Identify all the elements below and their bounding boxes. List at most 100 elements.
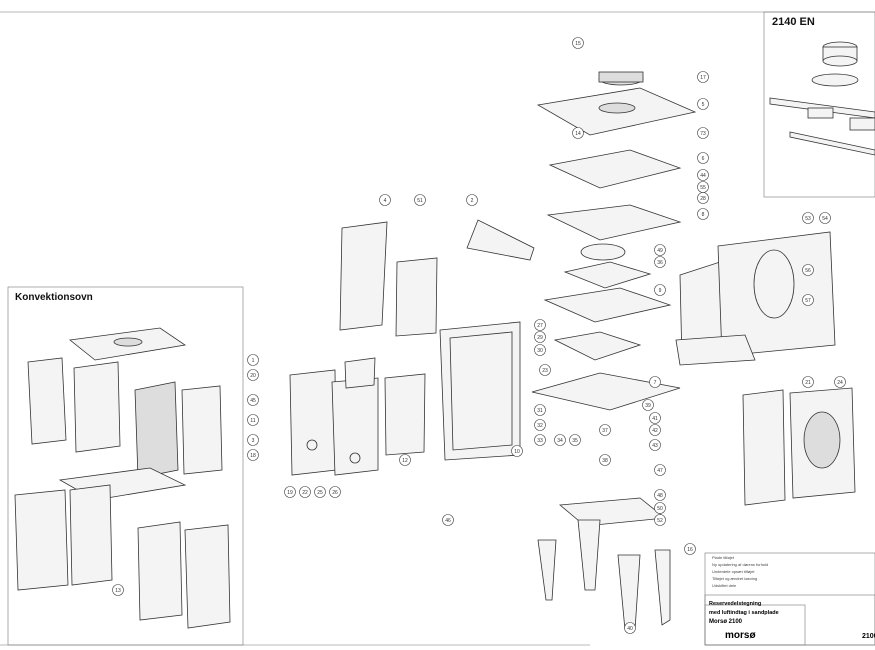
drawing-subtitle: med luftindtag i sandplade	[709, 610, 779, 616]
callout-number: 51	[417, 198, 423, 204]
callout-number: 33	[537, 438, 543, 444]
revision-2: Ny opdatering af dørens forhold	[712, 562, 768, 567]
callout-number: 52	[657, 518, 663, 524]
callout-37: 37	[599, 424, 611, 436]
callout-5: 5	[697, 98, 709, 110]
callout-number: 35	[572, 438, 578, 444]
inset-2140-en: 2140 EN	[763, 11, 875, 198]
callout-number: 46	[445, 518, 451, 524]
callout-28: 28	[697, 192, 709, 204]
callout-43: 43	[649, 439, 661, 451]
callout-19: 19	[284, 486, 296, 498]
callout-24: 24	[834, 376, 846, 388]
callout-36: 36	[654, 256, 666, 268]
callout-13: 13	[112, 584, 124, 596]
callout-number: 41	[652, 416, 658, 422]
callout-number: 45	[250, 398, 256, 404]
callout-56: 56	[802, 264, 814, 276]
front-door-assembly	[289, 219, 535, 476]
callout-38: 38	[599, 454, 611, 466]
callout-number: 57	[805, 298, 811, 304]
callout-44: 44	[697, 169, 709, 181]
callout-48: 48	[654, 489, 666, 501]
model-name: Morsø 2100	[709, 619, 743, 625]
callout-21: 21	[802, 376, 814, 388]
callout-number: 34	[557, 438, 563, 444]
callout-number: 12	[402, 458, 408, 464]
callout-55: 55	[697, 181, 709, 193]
callout-number: 24	[837, 380, 843, 386]
callout-42: 42	[649, 424, 661, 436]
callout-6: 6	[697, 152, 709, 164]
callout-10: 10	[511, 445, 523, 457]
callout-number: 47	[657, 468, 663, 474]
callout-number: 17	[700, 75, 706, 81]
callout-16: 16	[684, 543, 696, 555]
callout-57: 57	[802, 294, 814, 306]
callout-number: 23	[542, 368, 548, 374]
back-plate-assembly	[675, 231, 856, 506]
callout-73: 73	[697, 127, 709, 139]
callout-number: 1	[252, 358, 255, 364]
callout-40: 40	[624, 622, 636, 634]
callout-number: 54	[822, 216, 828, 222]
callout-1: 1	[247, 354, 259, 366]
callout-number: 6	[702, 156, 705, 162]
callout-31: 31	[534, 404, 546, 416]
callout-number: 13	[115, 588, 121, 594]
callout-8: 8	[697, 208, 709, 220]
inset-title: 2140 EN	[772, 16, 815, 28]
callout-34: 34	[554, 434, 566, 446]
revision-4: Tilføjet og ændret løsning	[712, 576, 757, 581]
callout-47: 47	[654, 464, 666, 476]
callout-30: 30	[534, 344, 546, 356]
callout-number: 38	[602, 458, 608, 464]
callout-50: 50	[654, 502, 666, 514]
callout-number: 36	[657, 260, 663, 266]
callout-number: 53	[805, 216, 811, 222]
callout-4: 4	[379, 194, 391, 206]
callout-number: 28	[700, 196, 706, 202]
callout-number: 30	[537, 348, 543, 354]
callout-52: 52	[654, 514, 666, 526]
callout-number: 20	[250, 373, 256, 379]
convection-inset: Konvektionsovn	[7, 286, 244, 646]
callout-number: 37	[602, 428, 608, 434]
callout-17: 17	[697, 71, 709, 83]
callout-45: 45	[247, 394, 259, 406]
callout-3: 3	[247, 434, 259, 446]
callout-41: 41	[649, 412, 661, 424]
callout-number: 43	[652, 443, 658, 449]
callout-number: 55	[700, 185, 706, 191]
callout-number: 2	[471, 198, 474, 204]
callout-14: 14	[572, 127, 584, 139]
callout-number: 19	[287, 490, 293, 496]
revision-1: Plade tilføjet	[712, 555, 735, 560]
callout-53: 53	[802, 212, 814, 224]
callout-number: 25	[317, 490, 323, 496]
callout-22: 22	[299, 486, 311, 498]
revision-5: Udskiftet dele	[712, 583, 737, 588]
callout-number: 14	[575, 131, 581, 137]
callout-11: 11	[247, 414, 259, 426]
callout-number: 9	[659, 288, 662, 294]
drawing-title: Reservedelstegning	[709, 601, 761, 607]
callout-number: 10	[514, 449, 520, 455]
callout-number: 42	[652, 428, 658, 434]
callout-26: 26	[329, 486, 341, 498]
callout-33: 33	[534, 434, 546, 446]
callout-number: 31	[537, 408, 543, 414]
drawing-number: 2100	[862, 633, 875, 640]
callout-number: 27	[537, 323, 543, 329]
callout-49: 49	[654, 244, 666, 256]
convection-title: Konvektionsovn	[15, 292, 93, 303]
callout-number: 48	[657, 493, 663, 499]
callout-number: 21	[805, 380, 811, 386]
callout-number: 22	[302, 490, 308, 496]
stove-top-assembly	[531, 71, 697, 631]
callout-number: 56	[805, 268, 811, 274]
callout-39: 39	[642, 399, 654, 411]
revision-3: Underdele opsæt tilføjet	[712, 569, 755, 574]
